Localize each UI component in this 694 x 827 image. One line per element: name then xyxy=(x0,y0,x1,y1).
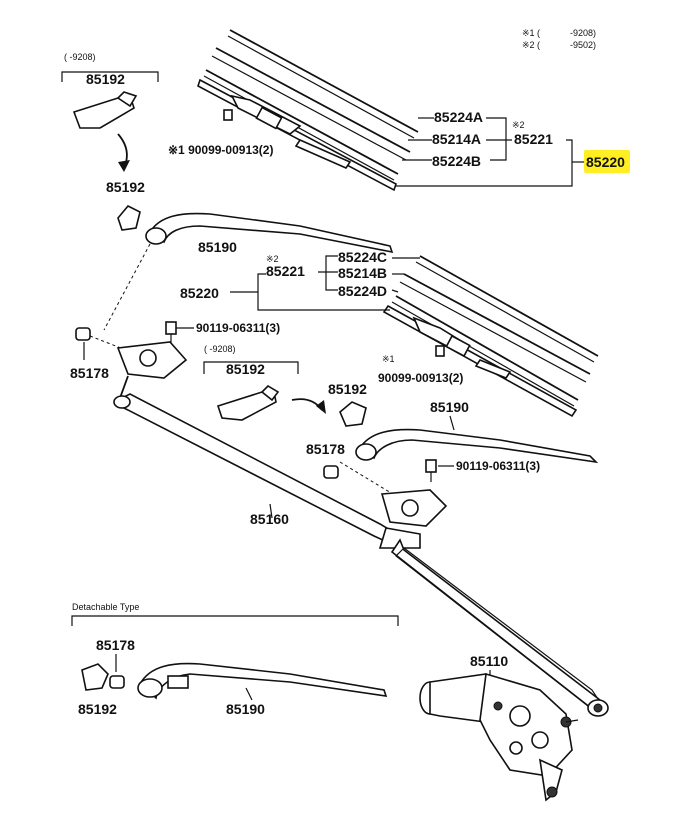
note-2-mark: ※2 ( xyxy=(522,40,540,50)
note-2-range: -9502) xyxy=(570,40,596,50)
bracket-c xyxy=(318,255,338,291)
label-85192-top-note: ( -9208) xyxy=(64,52,96,62)
wiper-arm-icon-c xyxy=(137,662,388,700)
range-bracket xyxy=(61,71,159,82)
label-85192-c: 85192 xyxy=(78,701,117,717)
arm-cap-icon-b xyxy=(339,401,367,427)
arm-cap-icon xyxy=(117,205,141,231)
label-85192-b: 85192 xyxy=(328,381,367,397)
label-85192-top: 85192 xyxy=(86,71,125,87)
bolt-icon-b xyxy=(435,345,445,357)
label-90099-b-note: ※1 xyxy=(382,354,395,364)
leader-85160 xyxy=(269,503,273,519)
nut-icon xyxy=(75,327,91,341)
label-85190-a: 85190 xyxy=(198,239,237,255)
bracket-d xyxy=(230,273,390,311)
label-85220-b: 85220 xyxy=(180,285,219,301)
arrowhead-icon xyxy=(118,160,130,172)
label-85192-mid-note: ( -9208) xyxy=(204,344,236,354)
wiper-arm-icon xyxy=(145,212,394,254)
pivot-icon-right xyxy=(380,489,448,527)
label-85221-a-note: ※2 xyxy=(512,120,525,130)
label-85178-b: 85178 xyxy=(306,441,345,457)
label-85190-b: 85190 xyxy=(430,399,469,415)
label-detachable-type: Detachable Type xyxy=(72,602,139,612)
arm-cover-icon-mid xyxy=(216,384,280,421)
label-85224B: 85224B xyxy=(432,153,481,169)
arrowhead-icon-mid xyxy=(316,400,326,414)
label-85224D: 85224D xyxy=(338,283,387,299)
label-85192-mid: 85192 xyxy=(226,361,265,377)
label-85160: 85160 xyxy=(250,511,289,527)
label-90099-a: ※1 90099-00913(2) xyxy=(168,143,273,157)
label-85178-a: 85178 xyxy=(70,365,109,381)
leader-85190-c xyxy=(245,687,253,701)
bracket-a xyxy=(486,117,512,161)
label-85221-b: 85221 xyxy=(266,263,305,279)
note-1-mark: ※1 ( xyxy=(522,28,540,38)
guide-line xyxy=(103,243,151,331)
nut-icon-b xyxy=(323,465,339,479)
wiper-motor-icon xyxy=(419,672,579,802)
leader-85190-b xyxy=(449,415,455,431)
arm-cover-icon xyxy=(72,91,138,129)
label-85221-a: 85221 xyxy=(514,131,553,147)
bolt-icon-90119-b xyxy=(425,459,437,482)
wiper-blade-icon-lower xyxy=(382,255,599,418)
label-90119-b: 90119-06311(3) xyxy=(456,459,540,473)
label-90119-a: 90119-06311(3) xyxy=(196,321,280,335)
label-90099-b: 90099-00913(2) xyxy=(378,371,463,385)
wiper-arm-icon-b xyxy=(355,428,599,464)
section-bracket xyxy=(71,615,399,626)
link-rod-icon xyxy=(113,393,609,717)
highlight-85220 xyxy=(584,150,630,173)
label-85220-highlighted[interactable]: 85220 xyxy=(586,154,625,170)
note-1-range: -9208) xyxy=(570,28,596,38)
label-85221-b-note: ※2 xyxy=(266,254,279,264)
label-85192-a: 85192 xyxy=(106,179,145,195)
label-85214A: 85214A xyxy=(432,131,481,147)
nut-icon-c xyxy=(109,675,125,689)
wiper-blade-icon xyxy=(197,29,419,192)
arm-cap-icon-c xyxy=(81,663,109,691)
label-85224A: 85224A xyxy=(434,109,483,125)
range-bracket-mid xyxy=(203,361,299,374)
guide-line-3 xyxy=(339,461,397,497)
leader-85224D xyxy=(391,289,399,293)
arrow-icon-mid xyxy=(291,398,323,411)
bolt-icon-90119-a xyxy=(165,321,177,344)
bolt-icon xyxy=(223,109,233,121)
label-85224C: 85224C xyxy=(338,249,387,265)
bracket-b xyxy=(396,139,573,187)
label-85110: 85110 xyxy=(470,653,508,669)
label-85178-c: 85178 xyxy=(96,637,135,653)
pivot-icon-left xyxy=(116,341,188,399)
label-85190-c: 85190 xyxy=(226,701,265,717)
label-85214B: 85214B xyxy=(338,265,387,281)
